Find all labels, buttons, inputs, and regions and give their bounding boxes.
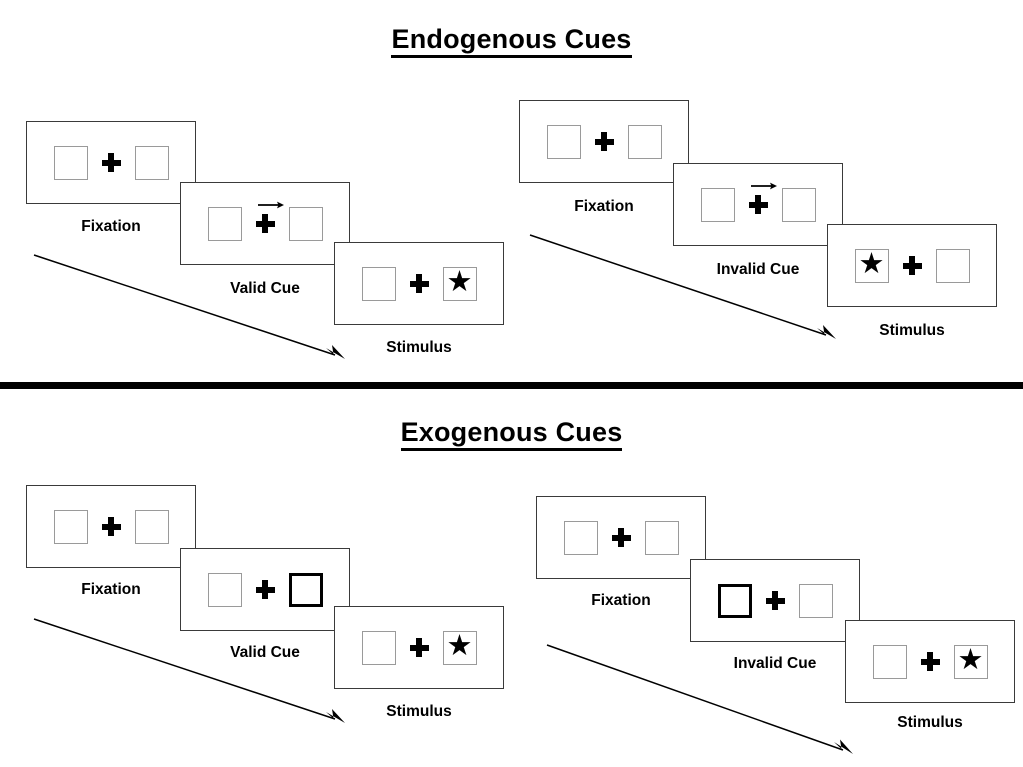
fixation-center (611, 528, 631, 547)
right-box (627, 124, 662, 159)
section-title-endogenous: Endogenous Cues (0, 24, 1023, 58)
fixation-plus-icon (748, 195, 768, 214)
fixation-plus-icon (902, 256, 922, 275)
caption-exogenous-invalid-fixation: Fixation (591, 592, 651, 609)
right-box-with-target: ★ (442, 630, 477, 665)
left-box (207, 572, 242, 607)
panel-endogenous-invalid-stimulus: ★ (827, 224, 997, 307)
caption-endogenous-invalid-stimulus: Stimulus (879, 322, 945, 339)
left-box (53, 509, 88, 544)
panel-exogenous-invalid-fixation (536, 496, 706, 579)
fixation-plus-icon (101, 153, 121, 172)
cue-center (748, 182, 777, 214)
caption-exogenous-invalid-stimulus: Stimulus (897, 714, 963, 731)
fixation-center (765, 591, 785, 610)
fixation-center (594, 132, 614, 151)
caption-exogenous-valid-cue: Valid Cue (230, 644, 300, 661)
panel-endogenous-valid-fixation (26, 121, 196, 204)
caption-endogenous-valid-fixation: Fixation (81, 218, 141, 235)
right-box (134, 509, 169, 544)
section-title-exogenous-text: Exogenous Cues (400, 417, 623, 451)
caption-endogenous-valid-stimulus: Stimulus (386, 339, 452, 356)
right-box-cued (288, 572, 323, 607)
section-title-exogenous: Exogenous Cues (0, 417, 1023, 451)
left-box (546, 124, 581, 159)
panel-endogenous-valid-stimulus: ★ (334, 242, 504, 325)
fixation-plus-icon (765, 591, 785, 610)
cue-center (255, 201, 284, 233)
left-box (361, 266, 396, 301)
fixation-plus-icon (101, 517, 121, 536)
panel-endogenous-invalid-cue (673, 163, 843, 246)
left-box-with-target: ★ (854, 248, 889, 283)
panel-exogenous-valid-stimulus: ★ (334, 606, 504, 689)
left-box-cued (717, 583, 752, 618)
fixation-plus-icon (409, 638, 429, 657)
right-box (134, 145, 169, 180)
panel-exogenous-valid-fixation (26, 485, 196, 568)
fixation-plus-icon (255, 214, 275, 233)
right-box (935, 248, 970, 283)
fixation-plus-icon (255, 580, 275, 599)
caption-endogenous-invalid-fixation: Fixation (574, 198, 634, 215)
left-box (207, 206, 242, 241)
panel-exogenous-invalid-stimulus: ★ (845, 620, 1015, 703)
section-title-endogenous-text: Endogenous Cues (391, 24, 632, 58)
right-box-with-target: ★ (953, 644, 988, 679)
panel-endogenous-valid-cue (180, 182, 350, 265)
caption-endogenous-valid-cue: Valid Cue (230, 280, 300, 297)
right-box (288, 206, 323, 241)
right-box (644, 520, 679, 555)
right-arrow-icon (750, 182, 777, 190)
left-box (53, 145, 88, 180)
star-icon: ★ (446, 266, 473, 298)
star-icon: ★ (957, 644, 984, 676)
left-box (361, 630, 396, 665)
fixation-center (920, 652, 940, 671)
sequence-arrow-endogenous-invalid (529, 234, 836, 339)
star-icon: ★ (858, 248, 885, 280)
caption-endogenous-invalid-cue: Invalid Cue (716, 261, 800, 278)
panel-exogenous-invalid-cue (690, 559, 860, 642)
caption-exogenous-invalid-cue: Invalid Cue (733, 655, 817, 672)
left-box (563, 520, 598, 555)
caption-exogenous-valid-fixation: Fixation (81, 581, 141, 598)
fixation-center (409, 274, 429, 293)
sequence-arrow-exogenous-invalid (546, 644, 853, 754)
fixation-plus-icon (920, 652, 940, 671)
left-box (872, 644, 907, 679)
right-box (781, 187, 816, 222)
star-icon: ★ (446, 630, 473, 662)
left-box (700, 187, 735, 222)
sequence-arrow-exogenous-valid (33, 618, 345, 723)
fixation-plus-icon (594, 132, 614, 151)
right-box-with-target: ★ (442, 266, 477, 301)
fixation-center (902, 256, 922, 275)
fixation-center (101, 517, 121, 536)
fixation-center (409, 638, 429, 657)
fixation-center (255, 580, 275, 599)
section-divider (0, 382, 1023, 389)
sequence-arrow-endogenous-valid (33, 254, 345, 359)
fixation-center (101, 153, 121, 172)
caption-exogenous-valid-stimulus: Stimulus (386, 703, 452, 720)
right-box (798, 583, 833, 618)
panel-exogenous-valid-cue (180, 548, 350, 631)
fixation-plus-icon (611, 528, 631, 547)
fixation-plus-icon (409, 274, 429, 293)
panel-endogenous-invalid-fixation (519, 100, 689, 183)
right-arrow-icon (257, 201, 284, 209)
